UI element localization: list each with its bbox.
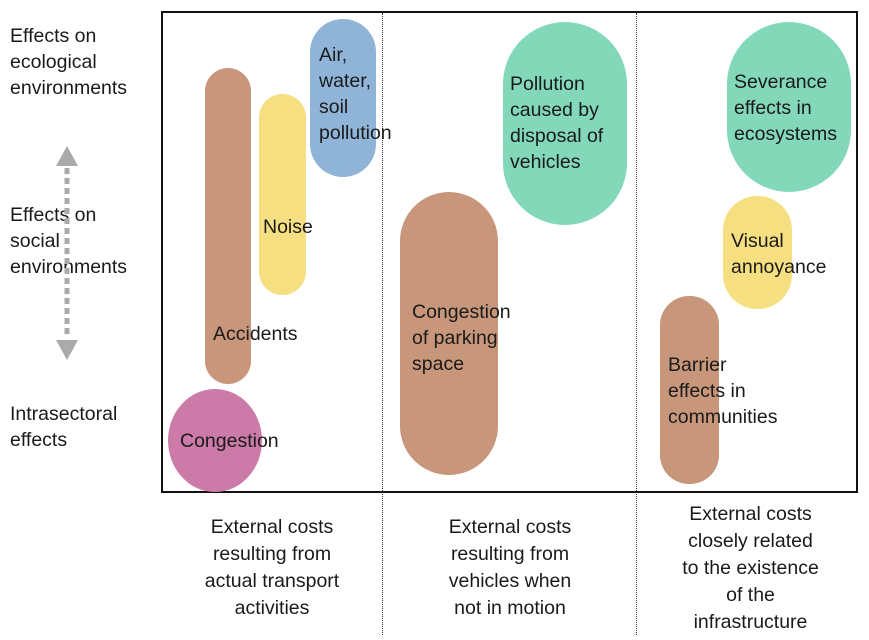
pill-congestion <box>168 389 262 492</box>
y-label-social: Effects on social environments <box>10 204 128 278</box>
pill-visual <box>723 196 792 309</box>
y-label-intrasectoral: Intrasectoral effects <box>10 403 118 451</box>
column-label-not-in-motion: External costs resulting from vehicles w… <box>448 516 572 619</box>
label-air-pollution: Air, water, soil pollution <box>319 44 392 144</box>
pill-severance <box>727 22 851 192</box>
column-label-infrastructure: External costs closely related to the ex… <box>682 503 819 633</box>
label-vehicle-disposal: Pollution caused by disposal of vehicles <box>510 73 604 173</box>
label-accidents: Accidents <box>213 323 298 345</box>
column-divider-1 <box>382 13 383 635</box>
double-arrow-icon <box>56 146 78 360</box>
diagram-frame <box>161 11 858 493</box>
column-divider-2 <box>636 13 637 635</box>
label-severance: Severance effects in ecosystems <box>734 71 837 145</box>
pill-air-pollution <box>310 19 376 177</box>
pill-noise <box>259 94 306 295</box>
label-parking: Congestion of parking space <box>412 301 511 375</box>
column-label-actual: External costs resulting from actual tra… <box>204 516 340 619</box>
pill-barrier <box>660 296 719 484</box>
label-barrier: Barrier effects in communities <box>668 354 778 428</box>
y-label-ecological: Effects on ecological environments <box>10 25 128 99</box>
pill-accidents <box>205 68 251 384</box>
label-visual: Visual annoyance <box>731 230 827 278</box>
pill-parking <box>400 192 498 475</box>
label-noise: Noise <box>263 216 313 238</box>
pill-vehicle-disposal <box>503 22 627 225</box>
label-congestion: Congestion <box>180 430 279 452</box>
